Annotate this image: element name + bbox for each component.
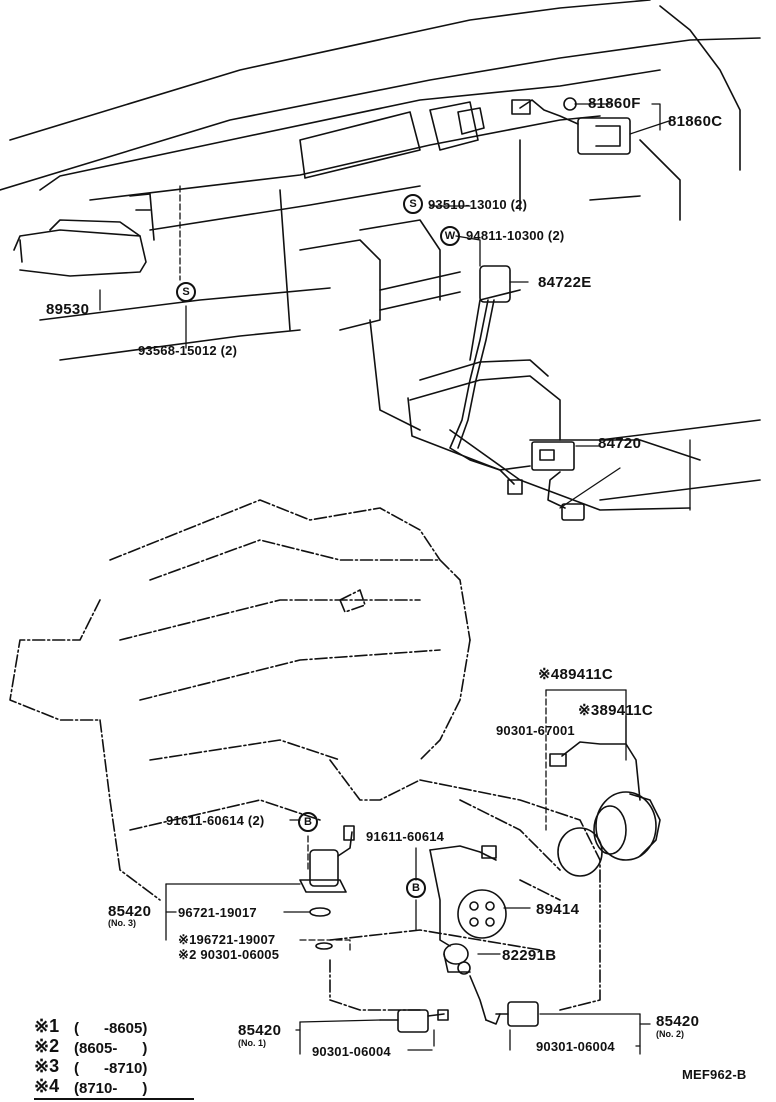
part-label-81860f: 81860F — [588, 95, 641, 112]
part-sublabel-85420-no2: (No. 2) — [656, 1029, 684, 1039]
s-mark-93510: S — [403, 194, 423, 214]
leader-lines — [99, 103, 691, 1055]
part-label-85420-no1: 85420 — [238, 1022, 282, 1039]
legend-range-1: ( -8605) — [74, 1020, 148, 1037]
part-label-94811: 94811-10300 (2) — [466, 228, 565, 243]
shift-lever-harness — [449, 265, 523, 495]
solenoid-no2-shape — [485, 1001, 539, 1027]
part-label-90301-06004-right: 90301-06004 — [536, 1039, 615, 1054]
part-label-96721-19007: ※196721-19007 — [178, 932, 276, 947]
b-mark-91611: B — [406, 878, 426, 898]
legend-row-4: ※4 (8710- ) — [34, 1076, 147, 1097]
legend-mark-2: ※2 — [34, 1036, 60, 1056]
part-label-96721-19017: 96721-19017 — [178, 905, 257, 920]
gear-89414-shape — [457, 889, 507, 939]
part-label-81860c: 81860C — [668, 113, 723, 130]
w-mark-94811: W — [440, 226, 460, 246]
part-label-85420-no3: 85420 — [108, 903, 152, 920]
part-sublabel-85420-no1: (No. 1) — [238, 1038, 266, 1048]
solenoid-no1-shape — [379, 1009, 449, 1033]
s-mark-93568: S — [176, 282, 196, 302]
part-label-82291b: 82291B — [502, 947, 557, 964]
legend-range-3: ( -8710) — [74, 1060, 148, 1077]
legend-row-2: ※2 (8605- ) — [34, 1036, 147, 1057]
engine-block-outline — [9, 499, 471, 901]
center-console-outline — [369, 289, 761, 511]
part-label-89414: 89414 — [536, 901, 580, 918]
part-label-89411c-4: ※489411C — [538, 666, 614, 683]
legend-mark-4: ※4 — [34, 1076, 60, 1096]
part-label-85420-no2: 85420 — [656, 1013, 700, 1030]
part-label-84722e: 84722E — [538, 274, 592, 291]
part-label-90301-06004-left: 90301-06004 — [312, 1044, 391, 1059]
part-label-91611-60614: 91611-60614 — [366, 829, 445, 844]
part-sublabel-85420-no3: (No. 3) — [108, 918, 136, 928]
relay-89530-shape — [13, 193, 155, 277]
switch-81860c-shape — [511, 97, 631, 155]
legend-range-4: (8710- ) — [74, 1080, 148, 1097]
legend-row-1: ※1 ( -8605) — [34, 1016, 147, 1037]
part-label-91611-60614-2: 91611-60614 (2) — [166, 813, 265, 828]
dashboard-outline — [0, 0, 761, 361]
diagram-code: MEF962-B — [682, 1067, 747, 1082]
transmission-outline — [329, 779, 601, 1011]
part-label-89411c-3: ※389411C — [578, 702, 654, 719]
legend-row-3: ※3 ( -8710) — [34, 1056, 147, 1077]
legend: ※1 ( -8605) ※2 (8605- ) ※3 ( -8710) ※4 (8710… — [34, 1016, 204, 1100]
part-label-90301-06005: ※2 90301-06005 — [178, 947, 280, 962]
legend-underline — [34, 1098, 194, 1100]
legend-range-2: (8605- ) — [74, 1040, 148, 1057]
od-switch-shape — [531, 441, 585, 521]
b-mark-91611-2: B — [298, 812, 318, 832]
speed-sensor-shape — [549, 741, 661, 877]
part-label-84720: 84720 — [598, 435, 642, 452]
part-label-90301-67001: 90301-67001 — [496, 723, 575, 738]
part-label-93568: 93568-15012 (2) — [138, 343, 238, 358]
part-label-93510: 93510-13010 (2) — [428, 197, 528, 212]
legend-mark-3: ※3 — [34, 1056, 60, 1076]
part-label-89530: 89530 — [46, 301, 90, 318]
legend-mark-1: ※1 — [34, 1016, 60, 1036]
solenoid-82291b-shape — [429, 845, 497, 1021]
